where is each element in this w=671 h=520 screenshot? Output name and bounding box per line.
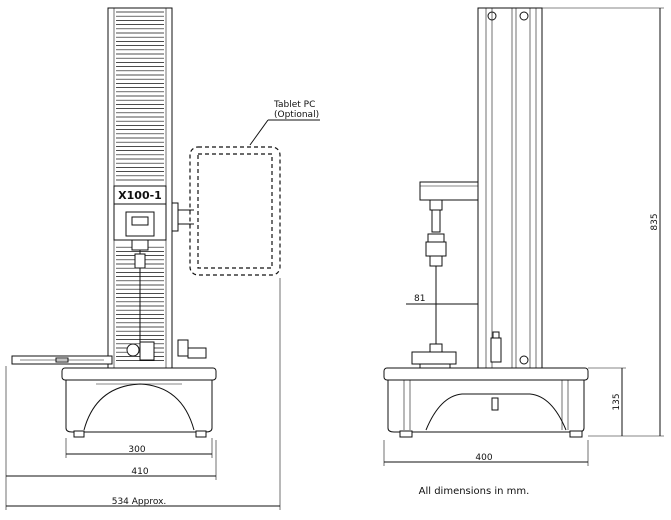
- side-crosshead: [411, 181, 479, 369]
- dim-835: 835: [650, 213, 660, 230]
- dimensions-footnote: All dimensions in mm.: [419, 486, 530, 497]
- side-base: [383, 367, 589, 438]
- dim-400: 400: [475, 453, 492, 463]
- tablet-label: Tablet PC: [273, 100, 315, 110]
- front-dimensions: 300 410 534 Approx.: [5, 278, 281, 510]
- tablet-pc: Tablet PC (Optional): [189, 100, 320, 276]
- tablet-optional-label: (Optional): [274, 110, 319, 120]
- dim-135: 135: [612, 393, 622, 410]
- dim-81: 81: [414, 294, 425, 304]
- dim-534: 534 Approx.: [112, 497, 167, 507]
- side-column: [477, 7, 543, 369]
- side-dimensions: 400 835 135: [383, 7, 664, 466]
- front-tray: [11, 355, 113, 365]
- side-dim-81: 81: [406, 294, 478, 305]
- dim-300: 300: [128, 445, 145, 455]
- side-view: 81 400 835 135: [383, 7, 664, 497]
- front-base: [61, 367, 217, 438]
- loadcell-assembly: X100-1: [113, 185, 207, 361]
- front-view: X100-1 Tablet PC (Optional): [5, 7, 320, 510]
- dim-410: 410: [131, 467, 148, 477]
- loadcell-label: X100-1: [118, 189, 162, 202]
